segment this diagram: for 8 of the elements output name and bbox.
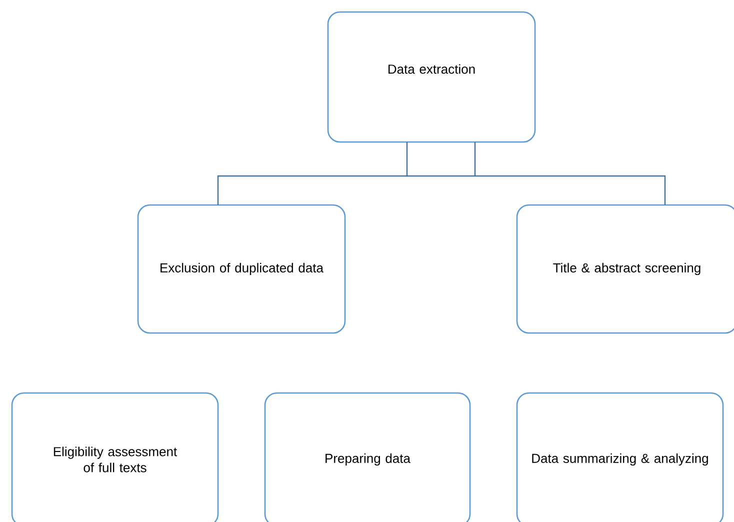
process-box: Eligibility assessment of full texts [11, 392, 219, 522]
process-box: Exclusion of duplicated data [137, 204, 346, 334]
process-box: Preparing data [264, 392, 471, 522]
connector [406, 141, 666, 206]
process-box: Data extraction [327, 11, 536, 143]
process-box: Title & abstract screening [516, 204, 734, 334]
process-box: Data summarizing & analyzing [516, 392, 724, 522]
connector [217, 142, 408, 205]
